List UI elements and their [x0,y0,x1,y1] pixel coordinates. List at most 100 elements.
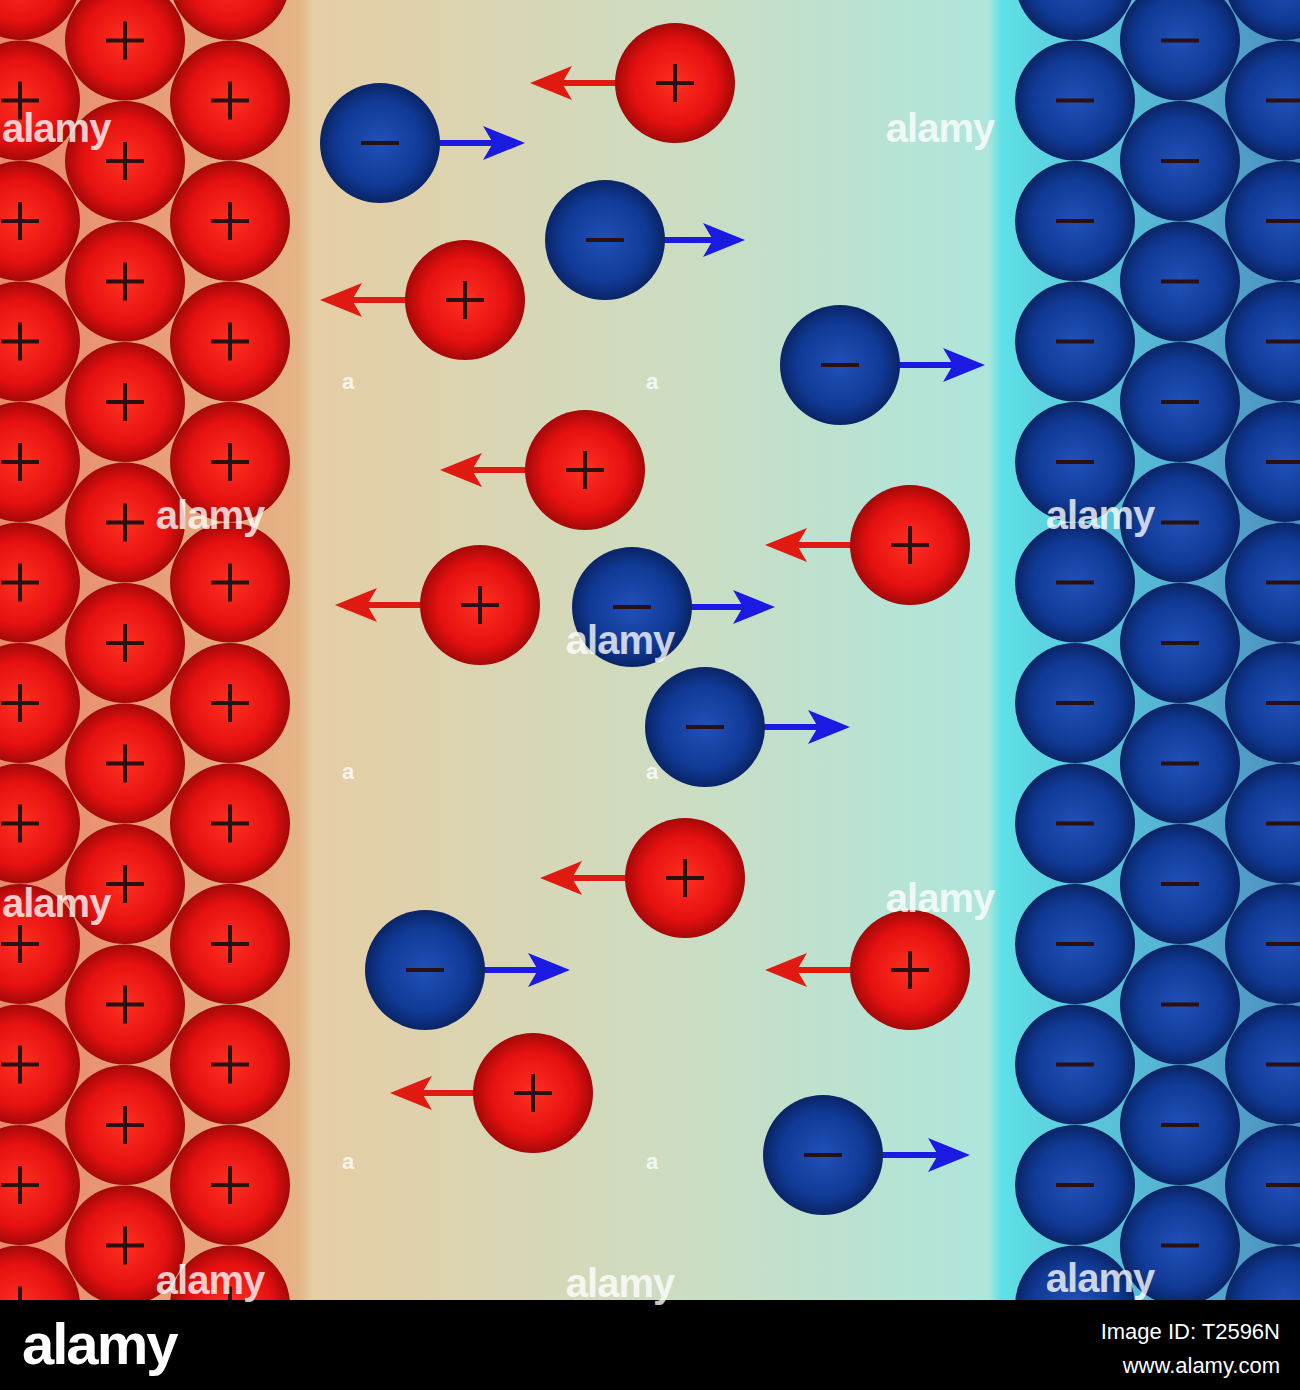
ion-circle [1015,41,1135,161]
sign-bar [228,925,232,963]
anion [1015,643,1135,763]
sign-bar [228,684,232,722]
arrow-head [390,1076,432,1110]
arrow-head [320,283,362,317]
sign-bar [1266,581,1300,585]
anion [1120,824,1240,944]
sign-bar [1266,1183,1300,1187]
ion-circle [1120,583,1240,703]
ion-circle [65,1065,185,1185]
cation [65,342,185,462]
sign-bar [1161,1003,1199,1007]
arrow-head [483,126,525,160]
sign-bar [1056,219,1094,223]
anion [1015,161,1135,281]
ion-circle [65,0,185,101]
footer-bar [0,1300,1300,1390]
motion-arrow [350,297,410,303]
ion-circle [1225,1125,1300,1245]
anion [1225,1125,1300,1245]
motion-arrow [795,542,855,548]
cation [525,410,645,530]
ion-circle [420,545,540,665]
ion-circle [625,818,745,938]
sign-bar [821,363,859,367]
cation [170,41,290,161]
sign-bar [18,684,22,722]
watermark-glyph: a [646,1149,658,1175]
anion [1015,41,1135,161]
sign-bar [18,323,22,361]
cation [65,945,185,1065]
cation [473,1033,593,1153]
ion-circle [65,583,185,703]
anion [1225,161,1300,281]
arrow-head [928,1138,970,1172]
cation [170,0,290,40]
sign-bar [908,526,912,564]
sign-bar [1161,1244,1199,1248]
motion-arrow [420,1090,478,1096]
anion [1015,1005,1135,1125]
cation [625,818,745,938]
background [0,0,1300,1300]
cation [170,161,290,281]
sign-bar [228,564,232,602]
anion [1225,643,1300,763]
ion-circle [1225,764,1300,884]
ion-circle [170,764,290,884]
arrow-head [733,590,775,624]
sign-bar [1161,1123,1199,1127]
arrow-head [530,66,572,100]
anion [320,83,440,203]
ion-circle [170,41,290,161]
watermark: alamy [2,106,110,151]
sign-bar [18,925,22,963]
sign-bar [1266,942,1300,946]
sign-bar [1266,340,1300,344]
arrow-head [528,953,570,987]
ion-circle [1120,222,1240,342]
sign-bar [1056,581,1094,585]
motion-arrow [480,967,540,973]
anion [645,667,765,787]
motion-arrow [687,604,745,610]
mobile-ions [320,23,985,1215]
sign-bar [1056,701,1094,705]
cation [65,704,185,824]
ion-circle [320,83,440,203]
anion [1225,523,1300,643]
sign-bar [123,745,127,783]
sign-bar [1266,701,1300,705]
sign-bar [673,64,677,102]
cation [65,583,185,703]
cation [170,643,290,763]
motion-arrow [660,237,715,243]
ion-circle [1225,161,1300,281]
sign-bar [1161,882,1199,886]
ion-circle [65,704,185,824]
anion [1120,342,1240,462]
sign-bar [123,142,127,180]
cation [170,764,290,884]
watermark-glyph: a [342,369,354,395]
sign-bar [123,263,127,301]
ion-circle [850,910,970,1030]
ion-circle [1120,0,1240,101]
ion-circle [1225,643,1300,763]
ion-circle [1015,884,1135,1004]
ion-circle [545,180,665,300]
sign-bar [228,1046,232,1084]
watermark-glyph: a [342,759,354,785]
ion-circle [1015,0,1135,40]
ion-circle [1225,402,1300,522]
sign-bar [1266,460,1300,464]
ion-circle [365,910,485,1030]
motion-arrow [795,967,855,973]
arrow-head [440,453,482,487]
cation [615,23,735,143]
ion-circle [473,1033,593,1153]
cation [850,485,970,605]
cation [65,0,185,101]
arrow-head [765,528,807,562]
